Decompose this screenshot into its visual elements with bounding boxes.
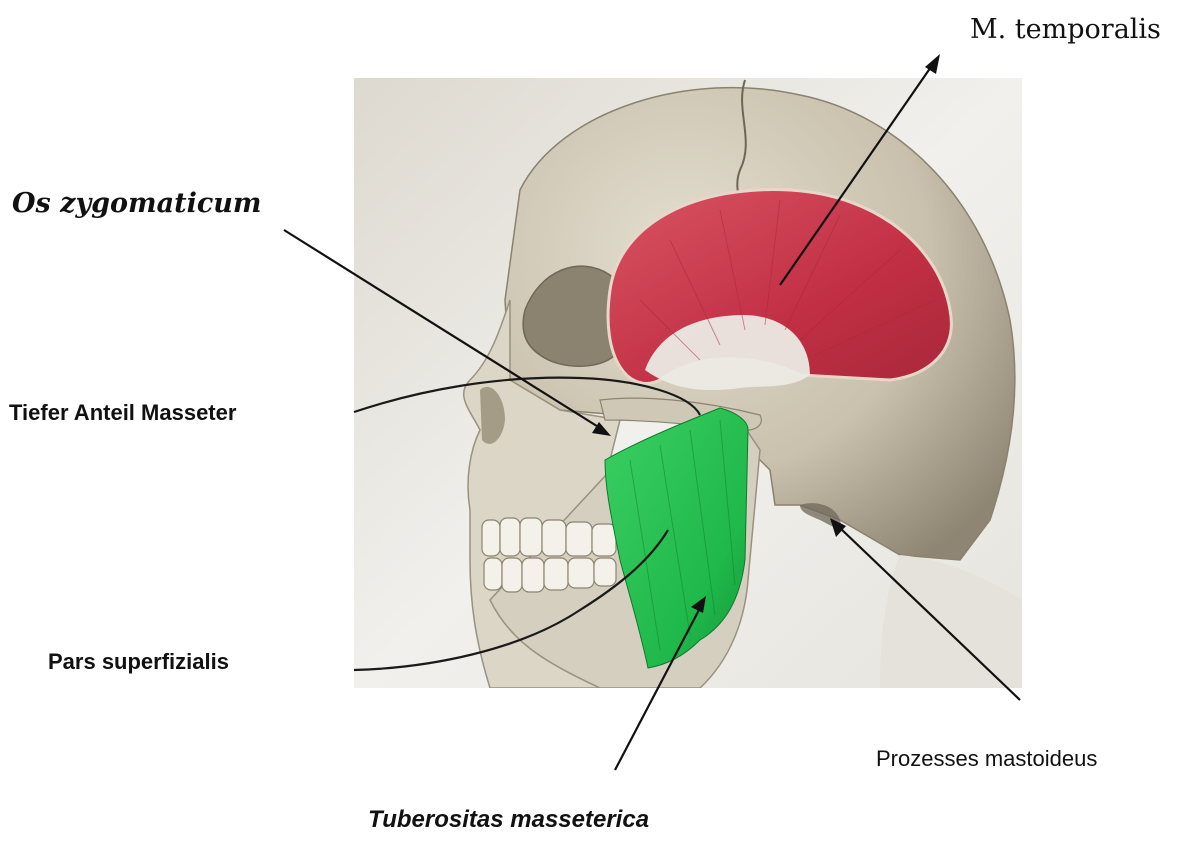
label-tuberositas-masseterica: Tuberositas masseterica — [368, 808, 649, 832]
label-pars-superfizialis: Pars superfizialis — [48, 651, 229, 673]
anatomy-photo — [354, 78, 1022, 688]
label-m-temporalis: M. temporalis — [970, 16, 1161, 43]
label-processus-mastoideus: Prozesses mastoideus — [876, 748, 1097, 770]
label-tiefer-anteil-masseter: Tiefer Anteil Masseter — [9, 402, 236, 424]
label-os-zygomaticum: Os zygomaticum — [12, 190, 261, 217]
